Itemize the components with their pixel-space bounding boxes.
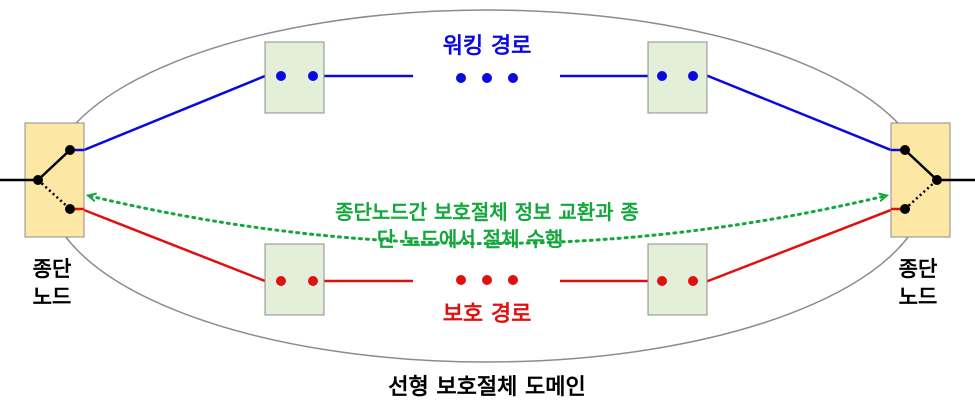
end-node-left-label-line1: 종단 bbox=[33, 257, 72, 281]
exchange-arrow bbox=[90, 196, 885, 245]
mid-node-working-right bbox=[647, 41, 708, 114]
switch-arm-right bbox=[904, 149, 938, 181]
end-node-left bbox=[0, 122, 85, 238]
end-node-right-label-line2: 노드 bbox=[899, 285, 938, 309]
working-ellipsis-dots bbox=[456, 73, 518, 83]
working-path-label: 워킹 경로 bbox=[443, 34, 532, 59]
protection-path-label: 보호 경로 bbox=[443, 302, 532, 327]
end-node-left-label-line2: 노드 bbox=[33, 285, 72, 309]
mid-node-protection-left bbox=[264, 243, 325, 316]
mid-node-protection-right bbox=[647, 243, 708, 316]
protection-ellipsis-dots bbox=[456, 275, 518, 285]
mid-node-working-left bbox=[264, 41, 325, 114]
end-node-right-label-line1: 종단 bbox=[899, 257, 938, 281]
exchange-label-line2: 단 노드에서 절체 수행 bbox=[377, 227, 564, 251]
end-node-right bbox=[890, 122, 975, 238]
switch-arm-left bbox=[37, 149, 71, 181]
domain-title: 선형 보호절체 도메인 bbox=[388, 375, 585, 400]
working-path bbox=[83, 74, 892, 152]
exchange-label-line1: 종단노드간 보호절체 정보 교환과 종 bbox=[335, 200, 639, 224]
